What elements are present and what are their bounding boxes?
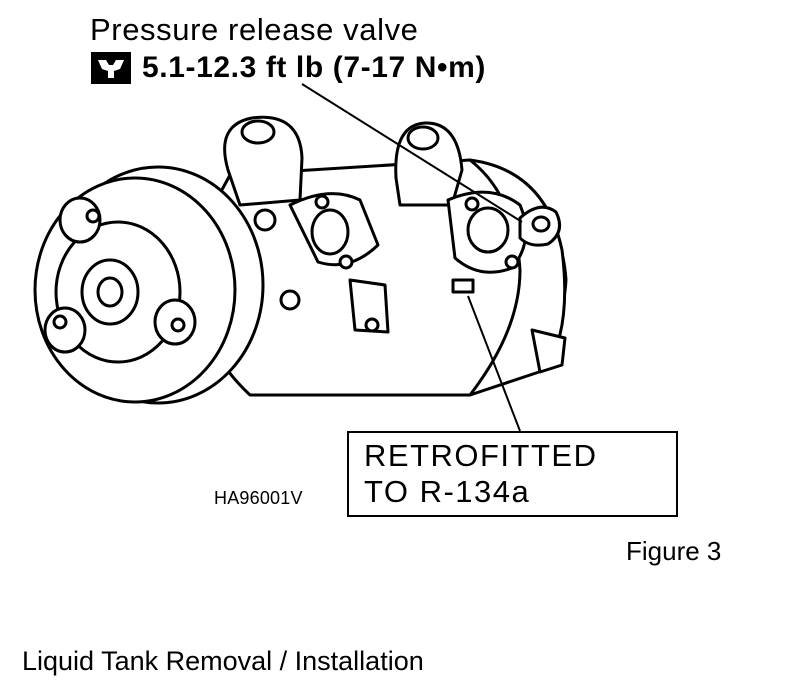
valve-leader-line <box>301 83 523 223</box>
page-caption: Liquid Tank Removal / Installation <box>22 646 424 676</box>
retrofit-label-box <box>347 431 678 517</box>
retrofit-line-2: TO R-134a <box>364 474 531 509</box>
retrofit-line-1: RETROFITTED <box>364 438 598 473</box>
torque-wrench-icon <box>91 52 131 84</box>
figure-label: Figure 3 <box>626 536 722 566</box>
retrofit-leader-line <box>467 295 521 432</box>
rear-boss <box>530 328 567 374</box>
part-number: HA96001V <box>214 488 303 508</box>
valve-title: Pressure release valve <box>90 12 419 47</box>
torque-spec: 5.1-12.3 ft lb (7-17 N•m) <box>90 50 486 86</box>
torque-value: 5.1-12.3 ft lb (7-17 N•m) <box>142 51 486 84</box>
